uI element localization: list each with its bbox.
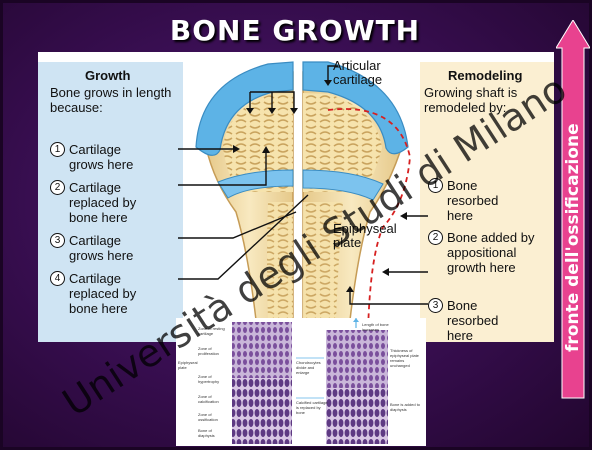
micro-label-proliferation: Zone of proliferation xyxy=(198,346,228,356)
micro-label-calcification: Zone of calcification xyxy=(198,394,228,404)
remodeling-item-1: 1 Bone resorbed here xyxy=(428,178,552,223)
histology-micrograph: Zone of resting cartilage Zone of prolif… xyxy=(176,318,426,446)
remodeling-item-3: 3 Bone resorbed here xyxy=(428,298,552,342)
growth-item-1: 1 Cartilage grows here xyxy=(50,142,160,172)
remodeling-item-1-number: 1 xyxy=(428,178,443,193)
micro-label-length: Length of bone increases xyxy=(362,322,402,332)
micro-label-thickness: Thickness of epiphyseal plate remains un… xyxy=(390,348,424,368)
remodeling-panel: Remodeling Growing shaft is remodeled by… xyxy=(420,62,554,342)
remodeling-item-2-text: Bone added by appositional growth here xyxy=(447,230,542,275)
growth-item-1-number: 1 xyxy=(50,142,65,157)
remodeling-item-3-text: Bone resorbed here xyxy=(447,298,517,342)
remodeling-subheading: Growing shaft is remodeled by: xyxy=(424,85,552,115)
remodeling-item-2-number: 2 xyxy=(428,230,443,245)
micro-label-chondrocytes: Chondrocytes divide and enlarge xyxy=(296,360,328,375)
growth-item-4-text: Cartilage replaced by bone here xyxy=(69,271,154,316)
micro-label-diaphysis: Bone of diaphysis xyxy=(198,428,228,438)
remodeling-item-1-text: Bone resorbed here xyxy=(447,178,517,223)
remodeling-item-2: 2 Bone added by appositional growth here xyxy=(428,230,552,275)
growth-item-2-number: 2 xyxy=(50,180,65,195)
growth-item-3-number: 3 xyxy=(50,233,65,248)
micro-label-epiphyseal-plate: Epiphyseal plate xyxy=(178,360,202,370)
growth-item-3-text: Cartilage grows here xyxy=(69,233,149,263)
growth-subheading: Bone grows in length because: xyxy=(50,85,175,115)
bone-illustration xyxy=(178,52,428,342)
remodeling-heading: Remodeling xyxy=(448,68,522,83)
ossification-front-label: fronte dell'ossificazione xyxy=(556,88,590,388)
growth-heading: Growth xyxy=(85,68,131,83)
growth-item-3: 3 Cartilage grows here xyxy=(50,233,160,263)
growth-item-2-text: Cartilage replaced by bone here xyxy=(69,180,149,225)
micro-label-ossification: Zone of ossification xyxy=(198,412,228,422)
growth-item-4: 4 Cartilage replaced by bone here xyxy=(50,271,160,316)
growth-item-2: 2 Cartilage replaced by bone here xyxy=(50,180,160,225)
growth-item-4-number: 4 xyxy=(50,271,65,286)
articular-cartilage-label: Articular cartilage xyxy=(333,59,413,87)
micro-label-hypertrophy: Zone of hypertrophy xyxy=(198,374,228,384)
epiphyseal-plate-label: Epiphyseal plate xyxy=(333,222,413,250)
micro-label-resting: Zone of resting cartilage xyxy=(198,326,228,336)
micro-label-bone-added: Bone is added to diaphysis xyxy=(390,402,424,412)
micro-label-calcified: Calcified cartilage is replaced by bone xyxy=(296,400,328,415)
remodeling-item-3-number: 3 xyxy=(428,298,443,313)
slide-title: BONE GROWTH xyxy=(150,14,440,48)
growth-item-1-text: Cartilage grows here xyxy=(69,142,149,172)
